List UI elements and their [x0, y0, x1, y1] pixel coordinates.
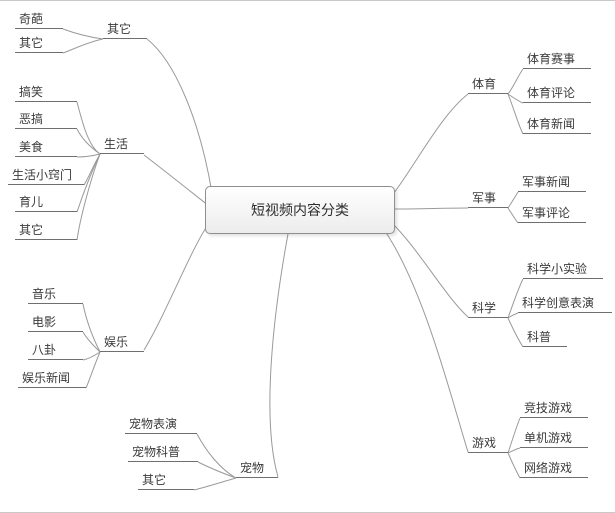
- edge-life-funny: [76, 101, 101, 155]
- edge-military-news: [507, 191, 519, 209]
- branch-pets[interactable]: 宠物: [236, 458, 278, 478]
- edge-other-misc: [62, 38, 104, 54]
- edge-pets-other: [193, 477, 237, 491]
- edge-ent-music: [82, 303, 101, 353]
- leaf-food[interactable]: 美食: [15, 137, 77, 157]
- leaf-sports-commentary[interactable]: 体育评论: [523, 83, 591, 103]
- leaf-gossip[interactable]: 八卦: [28, 340, 83, 360]
- edge-pets-science: [197, 461, 237, 479]
- mindmap-root[interactable]: 短视频内容分类: [205, 186, 395, 234]
- leaf-pet-other[interactable]: 其它: [138, 470, 194, 490]
- edge-center-science: [391, 222, 469, 318]
- leaf-competitive-games[interactable]: 竞技游戏: [520, 398, 588, 418]
- edge-other-bizarre: [62, 28, 104, 40]
- edge-center-other: [146, 38, 213, 194]
- leaf-military-news[interactable]: 军事新闻: [518, 172, 586, 192]
- branch-other[interactable]: 其它: [103, 19, 147, 39]
- branch-life[interactable]: 生活: [100, 134, 144, 154]
- leaf-pet-science[interactable]: 宠物科普: [128, 442, 198, 462]
- leaf-entertainment-news[interactable]: 娱乐新闻: [18, 368, 86, 388]
- edge-sports-news: [507, 93, 524, 135]
- edge-science-pop: [507, 317, 524, 348]
- branch-sports[interactable]: 体育: [468, 74, 508, 94]
- edge-pets-show: [196, 433, 237, 479]
- edge-life-prank: [76, 128, 101, 155]
- leaf-parenting[interactable]: 育儿: [15, 192, 77, 212]
- edge-center-entertainment: [143, 222, 210, 351]
- leaf-pc-games[interactable]: 单机游戏: [520, 428, 588, 448]
- edge-games-competitive: [507, 417, 521, 454]
- leaf-other-misc[interactable]: 其它: [15, 33, 63, 53]
- edge-ent-movie: [82, 331, 101, 353]
- leaf-science-experiments[interactable]: 科学小实验: [523, 259, 603, 279]
- edge-ent-gossip: [82, 351, 101, 361]
- edge-science-experiments: [507, 278, 524, 319]
- edge-games-online: [507, 452, 521, 479]
- edge-center-games: [384, 230, 469, 453]
- branch-entertainment[interactable]: 娱乐: [100, 332, 144, 352]
- leaf-online-games[interactable]: 网络游戏: [520, 458, 588, 478]
- leaf-prank[interactable]: 恶搞: [15, 109, 77, 129]
- leaf-life-other[interactable]: 其它: [15, 220, 77, 240]
- edge-life-other: [76, 153, 101, 241]
- edge-military-commentary: [507, 207, 519, 224]
- leaf-sports-news[interactable]: 体育新闻: [523, 114, 591, 134]
- edge-center-pets: [269, 233, 289, 478]
- leaf-science-popularization[interactable]: 科普: [523, 327, 567, 347]
- leaf-military-commentary[interactable]: 军事评论: [518, 203, 586, 223]
- leaf-sports-events[interactable]: 体育赛事: [523, 49, 591, 69]
- edge-sports-events: [507, 68, 524, 95]
- edge-science-creative: [507, 312, 519, 319]
- branch-military[interactable]: 军事: [468, 188, 508, 208]
- edge-games-pc: [507, 447, 521, 454]
- leaf-funny[interactable]: 搞笑: [15, 82, 77, 102]
- leaf-movie[interactable]: 电影: [28, 312, 83, 332]
- edge-center-sports: [390, 93, 469, 198]
- leaf-pet-show[interactable]: 宠物表演: [125, 414, 197, 434]
- edge-center-military: [392, 207, 469, 210]
- branch-games[interactable]: 游戏: [468, 433, 508, 453]
- edge-center-life: [143, 154, 210, 207]
- edge-life-food: [76, 153, 101, 158]
- leaf-bizarre[interactable]: 奇葩: [15, 9, 63, 29]
- leaf-music[interactable]: 音乐: [28, 284, 83, 304]
- branch-science[interactable]: 科学: [468, 298, 508, 318]
- edge-ent-news: [85, 351, 101, 389]
- edge-sports-commentary: [507, 93, 524, 104]
- leaf-science-creative[interactable]: 科学创意表演: [518, 293, 612, 313]
- leaf-life-tips[interactable]: 生活小窍门: [8, 165, 84, 185]
